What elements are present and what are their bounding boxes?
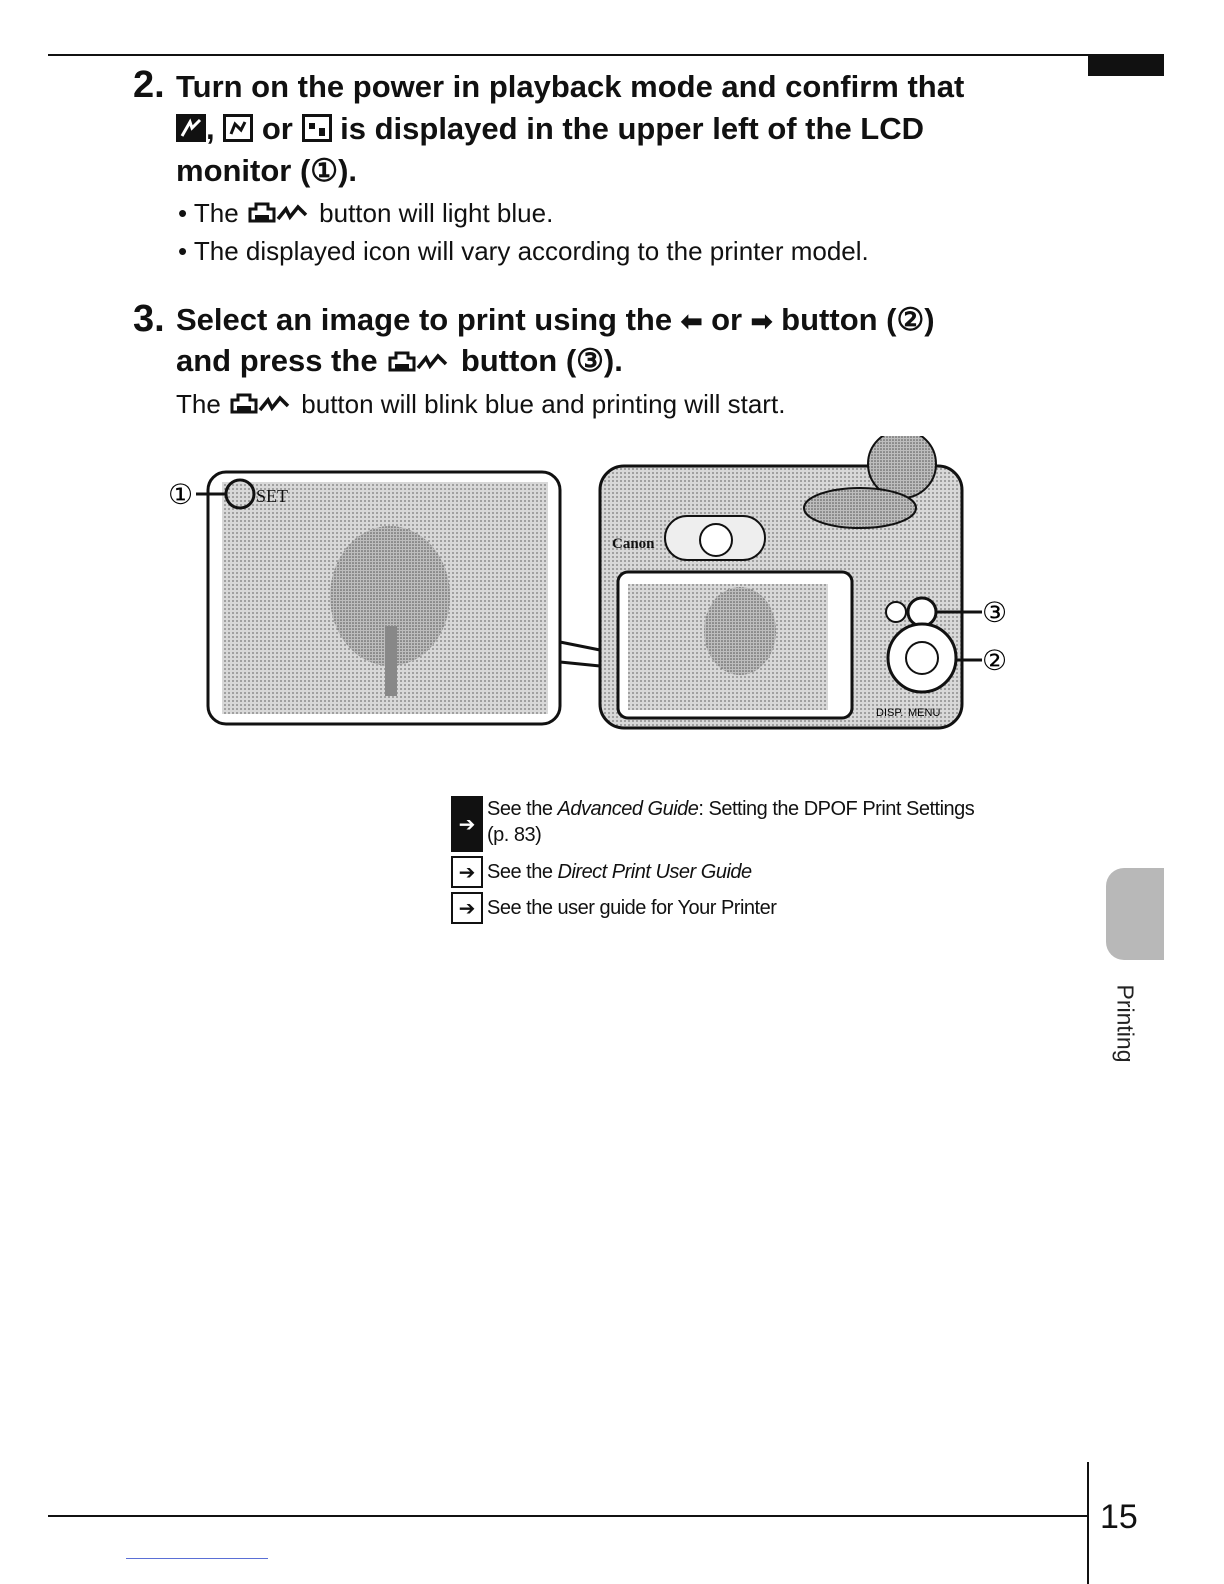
comma: , — [206, 111, 215, 146]
brand-logo: Canon — [612, 536, 655, 552]
callout-1: ① — [168, 478, 193, 511]
step-3-body: The button will blink blue and printing … — [176, 385, 785, 423]
reference-list: ➔ See the Advanced Guide: Setting the DP… — [451, 796, 975, 924]
print-share-icon — [230, 393, 290, 414]
chapter-tab-label: Printing — [1112, 984, 1139, 1063]
bullet-text: The displayed icon will vary according t… — [193, 236, 869, 266]
step-3-heading-b: button (②) — [781, 302, 935, 337]
enlarged-lcd: SET — [206, 470, 562, 726]
callout-3: ③ — [982, 596, 1007, 629]
or-word: or — [261, 111, 293, 146]
step-2-bullet-1: • The button will light blue. — [178, 194, 553, 232]
flower-photo — [330, 526, 450, 666]
step-2-heading: Turn on the power in playback mode and c… — [176, 66, 1056, 107]
step-2-heading-line2: , or is displayed in the upper left of t… — [176, 108, 924, 149]
print-share-icon — [388, 351, 448, 372]
link-underline[interactable] — [126, 1558, 268, 1559]
ref-page: (p. 83) — [487, 824, 542, 846]
step-3-heading-line2-a: and press the — [176, 343, 378, 378]
body-text: The — [176, 389, 221, 419]
page-number-divider — [1087, 1462, 1089, 1584]
bullet-text: button will light blue. — [319, 198, 554, 228]
corner-marker — [1088, 54, 1164, 76]
print-share-button — [906, 596, 938, 628]
left-arrow-icon: ⬅︎ — [680, 306, 703, 336]
ref-prefix: See the — [487, 798, 558, 820]
step-3-heading-line1: Select an image to print using the ⬅︎ or… — [176, 299, 935, 342]
disp-label: DISP. — [876, 707, 903, 719]
bullet-dot: • — [178, 236, 188, 266]
reference-arrow-icon: ➔ — [451, 892, 483, 924]
advanced-guide-link[interactable]: Advanced Guide — [557, 798, 699, 820]
step-2-heading-line3: monitor (①). — [176, 153, 358, 188]
canon-printer-icon — [223, 114, 254, 142]
reference-text: See the user guide for Your Printer — [487, 896, 777, 920]
ref-prefix: See the user guide for Your Printer — [487, 896, 777, 919]
camera-body: Canon DISP. MENU — [598, 436, 964, 730]
callout-2: ② — [982, 644, 1007, 677]
step-3-heading-line2: and press the button (③). — [176, 340, 623, 381]
reference-item: ➔ See the Direct Print User Guide — [451, 856, 974, 888]
reference-text: See the Direct Print User Guide — [487, 861, 752, 884]
right-arrow-icon: ➡︎ — [750, 306, 773, 336]
reference-arrow-icon: ➔ — [451, 796, 483, 852]
step-3-heading-line2-b: button (③). — [460, 343, 623, 378]
ref-prefix: See the — [487, 860, 558, 883]
reference-item: ➔ See the user guide for Your Printer — [451, 892, 974, 924]
step-2-heading-line1: Turn on the power in playback mode and c… — [176, 69, 965, 104]
reference-arrow-icon: ➔ — [451, 856, 483, 888]
camera-figure: SET ① Canon DISP. MENU ③ ② — [168, 436, 1007, 730]
step-3-number: 3. — [133, 298, 165, 340]
pictbridge-icon — [176, 114, 206, 142]
bottom-rule — [48, 1515, 1088, 1517]
step-3-heading-a: Select an image to print using the — [176, 302, 673, 337]
body-text: button will blink blue and printing will… — [301, 389, 786, 419]
ref-suffix: : Setting the DPOF Print Settings — [698, 798, 975, 820]
reference-text: See the Advanced Guide: Setting the DPOF… — [487, 796, 975, 848]
other-printer-icon — [301, 114, 332, 142]
bullet-text: The — [193, 198, 239, 228]
print-share-icon — [248, 202, 308, 223]
top-rule — [48, 54, 1088, 56]
lcd-set-label: SET — [256, 486, 288, 506]
step-2-number: 2. — [133, 64, 165, 106]
chapter-tab[interactable] — [1106, 868, 1164, 960]
menu-label: MENU — [908, 707, 940, 719]
page-number: 15 — [1100, 1498, 1138, 1536]
or-word: or — [711, 302, 743, 337]
step-2-heading-tail: is displayed in the upper left of the LC… — [340, 111, 925, 146]
func-set-button — [905, 641, 939, 675]
step-2-bullet-2: • The displayed icon will vary according… — [178, 232, 869, 270]
bullet-dot: • — [178, 198, 188, 228]
direct-print-guide-link[interactable]: Direct Print User Guide — [557, 860, 753, 883]
reference-item: ➔ See the Advanced Guide: Setting the DP… — [451, 796, 975, 852]
